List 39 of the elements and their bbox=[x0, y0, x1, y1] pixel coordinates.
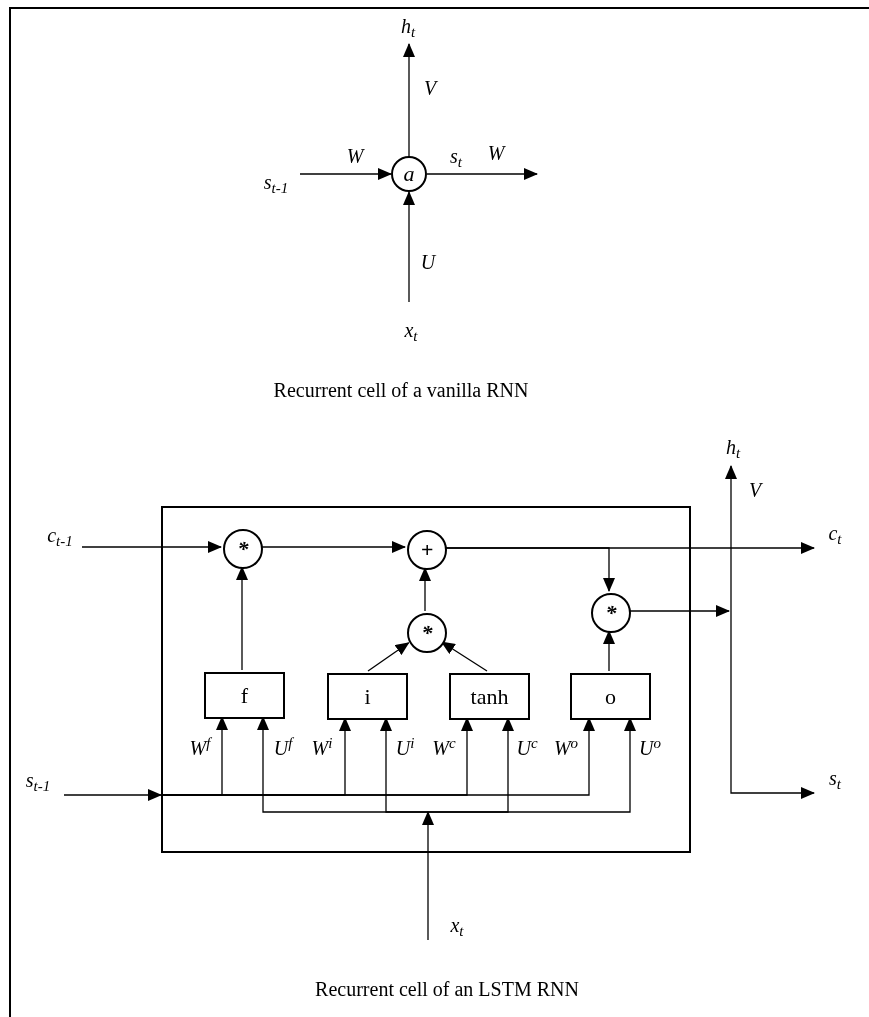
math-label: x$_{t}$ bbox=[441, 911, 473, 939]
edge-label: W$^{c}$ bbox=[432, 738, 456, 758]
arrow bbox=[725, 465, 737, 612]
arrow bbox=[403, 191, 415, 303]
math-label: s$_{t}$ bbox=[450, 146, 462, 166]
math-label: x$_{t}$ bbox=[395, 316, 427, 344]
edge-label: W bbox=[487, 143, 505, 163]
cell-frame bbox=[161, 506, 691, 853]
math-label: c$_{t}$ bbox=[818, 519, 852, 547]
edge-label: U$^{c}$ bbox=[516, 738, 538, 758]
edge-label: U$^{f}$ bbox=[273, 738, 293, 758]
math-label: s$_{t-1}$ bbox=[252, 168, 300, 196]
gate-box: tanh bbox=[449, 673, 530, 720]
gate-box: i bbox=[327, 673, 408, 720]
arrow bbox=[403, 43, 415, 157]
math-label: s$_{t-1}$ bbox=[14, 766, 62, 794]
math-label: h$_{t}$ bbox=[392, 12, 424, 40]
math-label: h$_{t}$ bbox=[717, 433, 749, 461]
arrow bbox=[81, 541, 222, 553]
edge-label: V bbox=[748, 480, 762, 500]
edge-label: U$^{i}$ bbox=[395, 738, 415, 758]
edge-label: U bbox=[420, 252, 436, 272]
arrow bbox=[422, 811, 434, 941]
arrow bbox=[426, 168, 538, 180]
edge-label: W$^{f}$ bbox=[189, 738, 211, 758]
edge-label: W bbox=[346, 146, 364, 166]
edge-label: U$^{o}$ bbox=[639, 738, 661, 758]
arrow bbox=[63, 789, 162, 801]
arrow bbox=[299, 168, 392, 180]
caption: Recurrent cell of a vanilla RNN bbox=[273, 380, 529, 400]
edge-label: W$^{o}$ bbox=[553, 738, 579, 758]
gate-box: o bbox=[570, 673, 651, 720]
arrow bbox=[730, 610, 815, 799]
gate-box: f bbox=[204, 672, 285, 719]
edge-label: W$^{i}$ bbox=[311, 738, 333, 758]
math-label: c$_{t-1}$ bbox=[36, 521, 84, 549]
caption: Recurrent cell of an LSTM RNN bbox=[315, 979, 579, 999]
math-label: s$_{t}$ bbox=[818, 764, 852, 792]
edge-label: V bbox=[423, 78, 437, 98]
